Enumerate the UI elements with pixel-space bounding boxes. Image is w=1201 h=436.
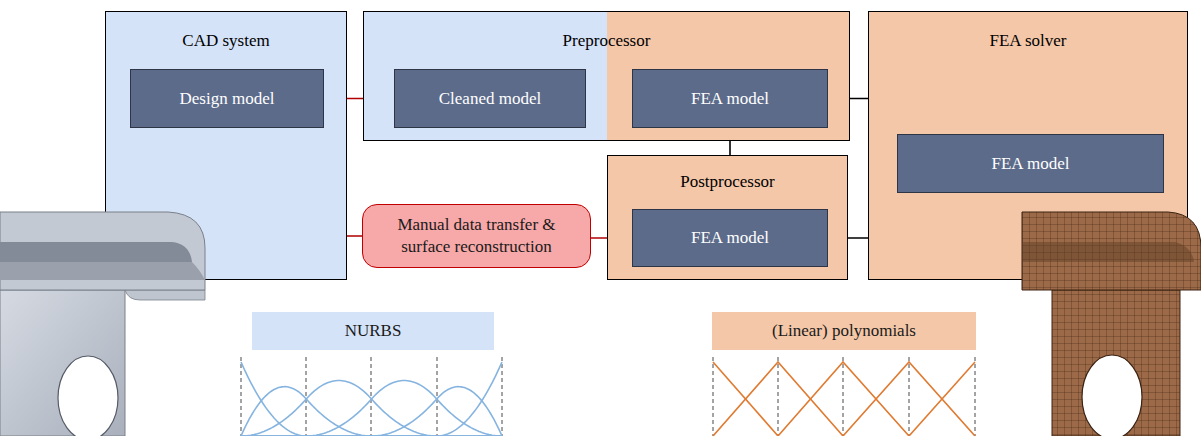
panel-heading: CAD system	[178, 31, 273, 50]
nurbs-curve	[241, 362, 502, 436]
panel-heading-row: FEA solver	[869, 31, 1187, 51]
panel-heading-row: CAD system	[106, 31, 346, 51]
knot-line	[371, 357, 372, 436]
hat-function	[843, 362, 975, 436]
cad-part	[0, 212, 205, 436]
nurbs-curve	[241, 381, 502, 436]
nurbs-curve	[241, 387, 502, 436]
knot-line	[909, 357, 910, 436]
panel-heading-row: Preprocessor	[364, 31, 849, 51]
nurbs-curve	[241, 381, 502, 436]
knot-line	[843, 357, 844, 436]
band-label: (Linear) polynomials	[772, 321, 916, 341]
band-label: NURBS	[345, 321, 402, 341]
knot-line	[306, 357, 307, 436]
box-label: FEA model	[992, 154, 1070, 174]
system-panel: Design model CAD system	[105, 11, 347, 280]
model-box: FEA model	[632, 209, 828, 267]
knot-line	[975, 357, 976, 436]
hat-function	[713, 362, 843, 436]
knot-line	[502, 357, 503, 436]
box-label: Manual data transfer & surface reconstru…	[382, 214, 572, 258]
panel-heading: Preprocessor	[559, 31, 655, 50]
model-box: FEA model	[897, 134, 1164, 193]
basis-band: NURBS	[252, 312, 494, 350]
knot-line	[241, 357, 242, 436]
hat-function	[909, 362, 975, 436]
box-label: FEA model	[691, 89, 769, 109]
mesh-part	[1022, 212, 1201, 436]
basis-plots	[241, 357, 975, 436]
model-box: Cleaned model	[394, 69, 586, 128]
system-panel: FEA model FEA solver	[868, 11, 1188, 280]
nurbs-curve	[241, 362, 502, 436]
knot-line	[713, 357, 714, 436]
panel-heading: FEA solver	[986, 31, 1071, 50]
nurbs-curve	[241, 387, 502, 436]
knot-line	[437, 357, 438, 436]
system-panel: FEA model Postprocessor	[607, 155, 848, 280]
box-label: FEA model	[691, 228, 769, 248]
panel-heading: Postprocessor	[676, 172, 778, 191]
model-box: Design model	[130, 69, 324, 128]
box-label: Cleaned model	[439, 89, 541, 109]
model-box: FEA model	[632, 69, 828, 128]
panel-heading-row: Postprocessor	[608, 172, 847, 192]
basis-band: (Linear) polynomials	[712, 312, 976, 350]
system-panel: Cleaned model FEA model Preprocessor	[363, 11, 850, 141]
knot-line	[778, 357, 779, 436]
hat-function	[778, 362, 909, 436]
manual-step-box: Manual data transfer & surface reconstru…	[362, 204, 591, 268]
box-label: Design model	[180, 89, 275, 109]
